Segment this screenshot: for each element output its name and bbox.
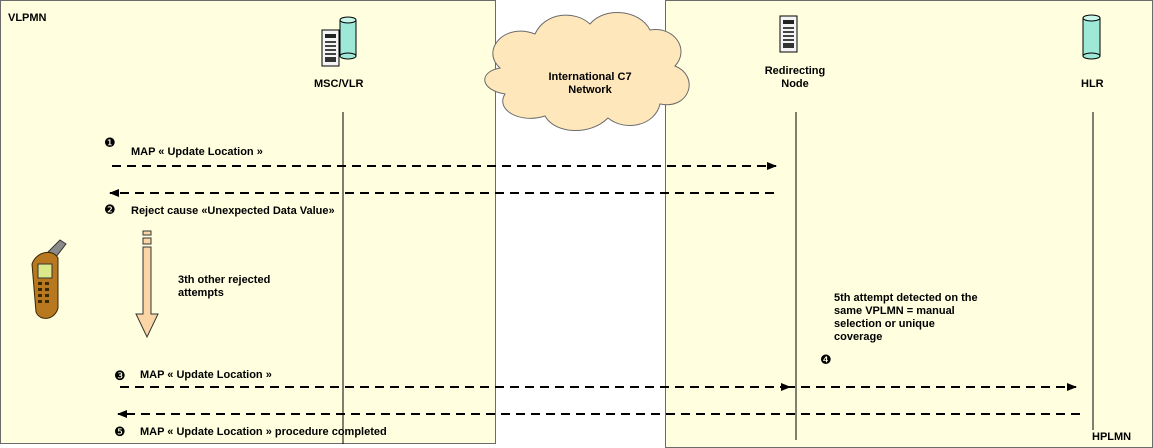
step-1-label: MAP « Update Location » [131, 146, 263, 158]
hplmn-label: HPLMN [1092, 431, 1132, 443]
step-5-number: ❺ [114, 425, 126, 440]
step-1-number: ❶ [104, 136, 116, 151]
step-4-number: ❹ [820, 353, 832, 368]
redirecting-node-label-line1: Redirecting [764, 65, 826, 77]
hlr-label: HLR [1081, 78, 1104, 90]
detection-note: 5th attempt detected on the same VPLMN =… [834, 292, 978, 344]
rejected-attempts-line1: 3th other rejected [178, 274, 271, 286]
redirecting-node-server-icon [779, 15, 798, 53]
detection-line4: coverage [834, 331, 883, 343]
msc-vlr-server-icon [321, 29, 340, 67]
msc-vlr-label: MSC/VLR [314, 78, 364, 90]
cloud-shape [484, 12, 690, 131]
network-label: International C7 Network [520, 71, 660, 97]
step-3-label: MAP « Update Location » [140, 369, 272, 381]
mobile-phone-icon [31, 239, 67, 319]
redirecting-node-label-line2: Node [781, 78, 809, 90]
step-2-number: ❷ [104, 203, 116, 218]
network-label-line2: Network [568, 84, 612, 96]
vplmn-label: VLPMN [8, 12, 47, 24]
network-label-line1: International C7 [548, 71, 632, 83]
step-5-label: MAP « Update Location » procedure comple… [140, 426, 387, 438]
step-3-number: ❸ [114, 369, 126, 384]
repeat-attempts-arrow [135, 230, 159, 339]
msc-vlr-database-icon [339, 16, 357, 60]
vplmn-zone [0, 0, 496, 444]
hlr-database-icon [1082, 14, 1101, 60]
rejected-attempts-note: 3th other rejected attempts [178, 274, 270, 300]
hplmn-zone [665, 0, 1153, 448]
step-2-label: Reject cause «Unexpected Data Value» [131, 205, 335, 217]
detection-line2: same VPLMN = manual [834, 305, 955, 317]
rejected-attempts-line2: attempts [178, 287, 224, 299]
redirecting-node-label: Redirecting Node [750, 65, 840, 91]
detection-line1: 5th attempt detected on the [834, 292, 978, 304]
detection-line3: selection or unique [834, 318, 935, 330]
